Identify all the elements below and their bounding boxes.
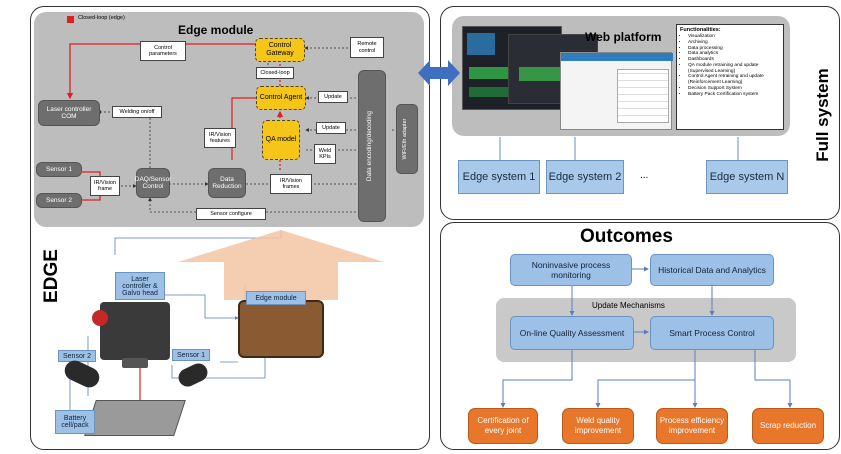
sensor-configure-label: Sensor configure [196,208,266,220]
functionality-item: Control Agent retraining and update (Rei… [688,74,780,86]
outcomes-title: Outcomes [580,226,673,247]
qa-model-box[interactable]: QA model [262,120,300,160]
laser-controller-com-box[interactable]: Laser controller COM [38,100,100,126]
online-quality-box[interactable]: On-line Quality Assessment [510,316,634,350]
update-label-1: Update [318,91,348,103]
functionality-item: Data processing [688,46,780,52]
welding-onoff-label: Welding on/off [112,106,162,118]
functionality-item: Battery Pack Certification system [688,92,780,98]
edge-system-1[interactable]: Edge system 1 [458,160,540,194]
functionalities-list: VisualizationArchivingData processingDat… [680,34,780,97]
outcome-certification[interactable]: Certification of every joint [468,408,538,444]
data-encoding-box[interactable] [358,70,386,222]
functionality-item: Decision Support System [688,86,780,92]
web-screenshot-light [560,52,673,130]
functionality-item: Archiving [688,40,780,46]
edge-system-2[interactable]: Edge system 2 [546,160,624,194]
battery-label: Battery cell/pack [55,410,95,434]
laser-head-red-knob [92,310,108,326]
noninvasive-monitoring-box[interactable]: Noninvasive process monitoring [510,254,632,286]
ir-vision-frames-label: IR/Vision frames [270,174,312,194]
wifi-eth-box[interactable] [396,104,418,174]
edge-module-device [238,300,324,358]
data-reduction-box[interactable]: Data Reduction [208,168,246,198]
functionality-item: QA module retraining and update (Supervi… [688,63,780,75]
sensor-2-box[interactable]: Sensor 2 [36,193,82,208]
edge-module-hw-label: Edge module [246,291,306,305]
sensor-1-hw-label: Sensor 1 [172,349,210,361]
control-agent-box[interactable]: Control Agent [256,86,306,110]
functionalities-title: Functionalities: [680,27,721,33]
laser-galvo-label: Laser controller & Galvo head [115,272,165,300]
edge-system-n[interactable]: Edge system N [706,160,788,194]
update-label-2: Update [316,122,346,134]
functionalities-box: Functionalities: VisualizationArchivingD… [676,24,784,130]
edge-to-cloud-arrow [418,60,460,86]
web-platform-title: Web platform [585,30,662,44]
edge-system-ellipsis: ... [640,170,649,181]
functionality-item: Data analytics [688,51,780,57]
outcome-process-efficiency[interactable]: Process efficiency improvement [656,408,728,444]
upward-arrow [178,230,384,300]
outcome-weld-quality[interactable]: Weld quality improvement [562,408,634,444]
control-gateway-box[interactable]: Control Gateway [255,38,305,62]
ir-vision-features-label: IR/Vision features [204,128,236,148]
closed-loop-label: Closed-loop [256,67,294,79]
remote-control-label: Remote control [350,37,384,58]
functionality-item: Dashboards [688,57,780,63]
historical-data-box[interactable]: Historical Data and Analytics [650,254,774,286]
functionality-item: Visualization [688,34,780,40]
edge-module-title: Edge module [178,23,254,37]
control-parameters-label: Control parameters [140,41,186,61]
weld-kpis-label: Weld KPIs [314,144,336,164]
sensor-1-box[interactable]: Sensor 1 [36,162,82,177]
laser-head-device [100,302,170,360]
daq-sensor-control-box[interactable]: DAQ/Sensor Control [135,168,171,198]
laser-head-nozzle [122,358,148,368]
ir-vision-frame-label: IR/Vision frame [90,176,120,196]
closed-loop-legend-label: Closed-loop (edge) [78,15,125,21]
closed-loop-legend-swatch [67,16,74,23]
update-mechanisms-label: Update Mechanisms [592,301,665,310]
smart-process-control-box[interactable]: Smart Process Control [650,316,774,350]
outcome-scrap-reduction[interactable]: Scrap reduction [752,408,824,444]
